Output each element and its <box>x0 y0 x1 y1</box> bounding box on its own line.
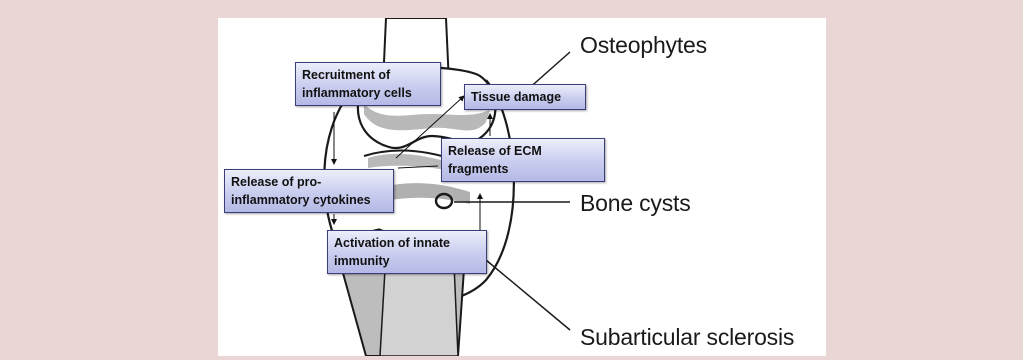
recruitment-box: Recruitment of inflammatory cells <box>295 62 441 106</box>
ecm-fragments-box: Release of ECM fragments <box>441 138 605 182</box>
subarticular-sclerosis-label: Subarticular sclerosis <box>580 324 794 351</box>
tissue-damage-box: Tissue damage <box>464 84 586 110</box>
sclerosis-pointer <box>486 260 570 330</box>
cytokines-box: Release of pro-inflammatory cytokines <box>224 169 394 213</box>
joint-diagram: Osteophytes Bone cysts Subarticular scle… <box>218 18 826 356</box>
innate-immunity-box: Activation of innate immunity <box>327 230 487 274</box>
bone-cysts-label: Bone cysts <box>580 190 691 217</box>
osteophytes-label: Osteophytes <box>580 32 707 59</box>
